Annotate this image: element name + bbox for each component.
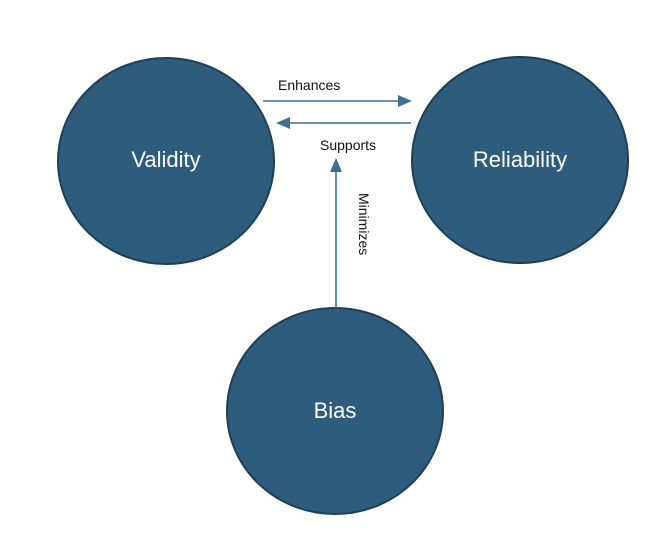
node-validity: Validity bbox=[57, 57, 275, 265]
minimizes-arrow-head bbox=[330, 158, 342, 172]
minimizes-label: Minimizes bbox=[356, 193, 372, 255]
bias-label: Bias bbox=[314, 398, 357, 423]
edge-minimizes: Minimizes bbox=[330, 158, 372, 308]
reliability-label: Reliability bbox=[473, 147, 567, 172]
validity-circle bbox=[57, 57, 275, 265]
supports-arrow-head bbox=[276, 117, 290, 129]
node-bias: Bias bbox=[226, 307, 444, 515]
supports-label: Supports bbox=[320, 137, 376, 153]
enhances-arrow-head bbox=[398, 95, 412, 107]
edge-supports: Supports bbox=[276, 117, 411, 153]
reliability-circle bbox=[411, 56, 629, 264]
edge-enhances: Enhances bbox=[263, 77, 412, 107]
enhances-label: Enhances bbox=[278, 77, 340, 93]
validity-label: Validity bbox=[131, 147, 200, 172]
bias-circle bbox=[226, 307, 444, 515]
node-reliability: Reliability bbox=[411, 56, 629, 264]
